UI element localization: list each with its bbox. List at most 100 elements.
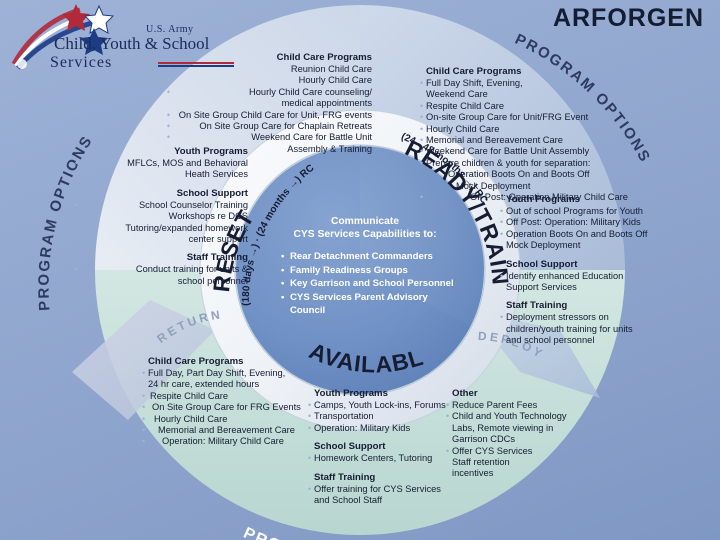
list-item: Memorial and Bereavement Care [420,135,642,147]
center-message: Communicate CYS Services Capabilities to… [276,215,454,318]
list-item: Reunion Child Care [167,64,372,76]
list-item: CYS Services Parent Advisory [281,291,454,305]
list-item: Assembly & Training [287,143,372,154]
list-item: On Site Group Child Care for Unit, FRG e… [167,110,372,122]
section-list: Offer training for CYS Services and Scho… [308,484,504,507]
list-item: Offer training for CYS Services [308,484,504,496]
section-list: Full Day Shift, Evening, Weekend Care Re… [420,78,642,204]
section-list: Reunion Child Care Hourly Child Care Hou… [167,64,372,155]
list-item: Garrison CDCs [452,434,516,445]
section-list: Out of school Programs for Youth Off Pos… [500,206,702,252]
list-item: On-site Group Care for Unit/FRG Event [420,112,642,124]
available-middle-block: Youth Programs Camps, Youth Lock-ins, Fo… [306,388,504,506]
list-item: Respite Child Care [142,391,356,403]
center-list: Rear Detachment Commanders Family Readin… [276,250,454,318]
list-item: medical appointments [281,98,372,109]
section-heading: Youth Programs [174,146,248,157]
list-item: children/youth training for units [506,323,633,334]
list-item: Mock Deployment [506,240,581,251]
logo-line-3: Services [50,54,113,71]
list-item: Offer CYS Services [446,446,628,458]
list-item: Conduct training for units & [75,264,248,276]
section-heading: Staff Training [506,300,568,312]
ready-child-care-block: Child Care Programs Full Day Shift, Even… [418,66,642,204]
list-item: Hourly Child Care [420,124,642,136]
list-item: Respite Child Care [420,101,642,113]
list-item: On Site Group Care for FRG Events [142,402,356,414]
list-item: Operation: Military Kids [308,423,504,435]
list-item: Weekend Care for Battle Unit [167,132,372,144]
section-heading: Child Care Programs [276,52,372,63]
list-item: Workshops re DCS [168,211,248,222]
list-item: school personnel [177,275,248,286]
list-item: and school personnel [506,335,595,346]
list-item: Key Garrison and School Personnel [281,277,454,291]
list-item: Operation Boots On and Boots Off [448,169,590,180]
section-heading: Staff Training [314,471,376,483]
list-item: Out of school Programs for Youth [500,206,702,218]
list-item: center support [188,234,248,245]
section-list: Full Day, Part Day Shift, Evening, 24 hr… [142,368,356,448]
section-list: Conduct training for units & school pers… [75,264,248,287]
return-wedge [72,300,215,420]
list-item: incentives [452,468,494,479]
available-child-care-block: Child Care Programs Full Day, Part Day S… [140,356,356,448]
list-item: Prepare children & youth for separation: [420,158,642,170]
list-item: Memorial and Bereavement Care [142,425,356,437]
section-list: Camps, Youth Lock-ins, Forums Transporta… [308,400,504,435]
list-item: Full Day, Part Day Shift, Evening, [142,368,356,380]
section-heading: Other [452,388,478,399]
section-list: School Counselor Training Workshops re D… [75,200,248,246]
logo-rule-red [158,62,234,64]
list-item: Identify enhanced Education [500,271,702,283]
section-heading: Youth Programs [314,388,388,399]
list-item: Child and Youth Technology [446,411,628,423]
section-heading: Child Care Programs [426,66,522,77]
list-item: Transportation [308,411,504,423]
list-item: Family Readiness Groups [281,264,454,278]
section-heading: School Support [506,258,578,270]
list-item: On Site Group Care for Chaplain Retreats [167,121,372,133]
section-heading: School Support [314,441,386,453]
list-item: Staff retention [452,457,510,468]
list-item: Hourly Child Care [142,414,356,426]
list-item: Full Day Shift, Evening, [420,78,642,90]
list-item: Reduce Parent Fees [446,400,628,412]
section-list: Reduce Parent Fees Child and Youth Techn… [446,400,628,480]
logo-line-2: Child, Youth & School [54,34,210,53]
list-item: Hourly Child Care [167,75,372,87]
list-item: 24 hr care, extended hours [148,379,260,390]
list-item: and School Staff [314,495,383,506]
section-list: Identify enhanced Education Support Serv… [500,271,702,294]
center-heading-1: Communicate [330,216,400,227]
ready-right-block: Youth Programs Out of school Programs fo… [498,194,702,347]
list-item: School Counselor Training [75,200,248,212]
list-item: Off Post: Operation Military Child Care [420,192,642,204]
list-item: Operation Boots On and Boots Off [500,229,702,241]
section-heading: Child Care Programs [148,356,244,367]
center-heading-2: CYS Services Capabilities to: [293,229,437,240]
list-item: Homework Centers, Tutoring [308,453,504,465]
section-list: Deployment stressors on children/youth t… [500,312,702,346]
reset-child-care-block: Child Care Programs Reunion Child Care H… [167,52,372,155]
section-list: MFLCs, MOS and Behavioral Heath Services [75,158,248,181]
section-heading: Staff Training [186,252,248,264]
section-list: Homework Centers, Tutoring [308,453,504,465]
list-item: Weekend Care [426,89,488,100]
list-item: Tutoring/expanded homework [125,222,248,233]
available-other-block: Other Reduce Parent Fees Child and Youth… [444,388,628,480]
list-item: Deployment stressors on [500,312,702,324]
page-title: ARFORGEN [552,4,704,32]
reset-left-block: Youth Programs MFLCs, MOS and Behavioral… [75,146,248,287]
list-item: Labs, Remote viewing in [452,422,554,433]
list-item: Mock Deployment [456,180,531,191]
list-item: Support Services [506,282,577,293]
list-item: Operation: Military Child Care [142,436,356,448]
list-item: Hourly Child Care counseling/ [167,87,372,99]
list-item: MFLCs, MOS and Behavioral [75,158,248,170]
star-swoosh-icon [11,4,115,70]
list-item: Weekend Care for Battle Unit Assembly [420,146,642,158]
section-heading: School Support [176,187,248,199]
cys-logo: U.S. Army Child, Youth & School Services [6,2,236,74]
